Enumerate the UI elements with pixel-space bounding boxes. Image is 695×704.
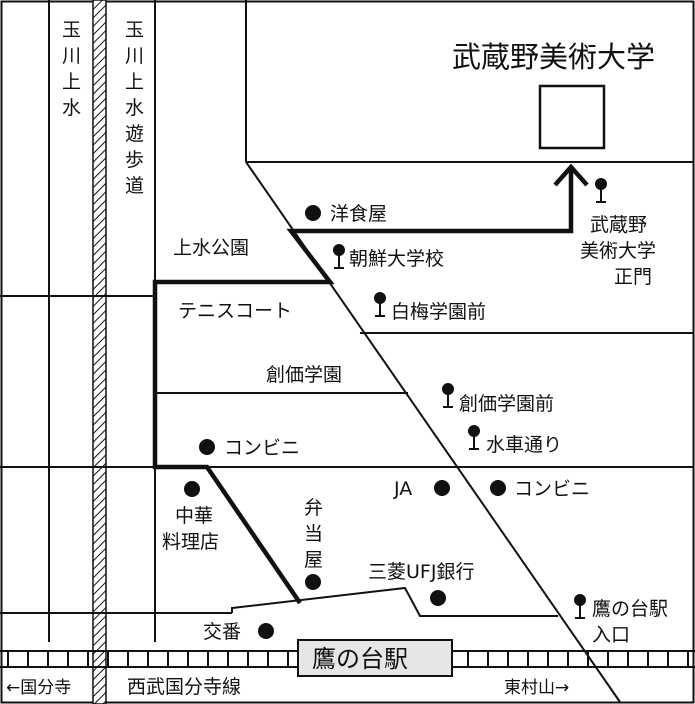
label-ja: JA [393,478,412,500]
svg-text:道: 道 [125,175,144,197]
svg-text:弁: 弁 [304,497,323,519]
label-bus-station-exit-1: 鷹の台駅 [592,598,668,620]
svg-text:水: 水 [125,97,144,119]
bus-stop-icon [333,244,345,269]
svg-text:玉: 玉 [62,19,81,41]
svg-text:水: 水 [62,97,81,119]
station-name: 鷹の台駅 [312,645,408,673]
dot-chinese-restaurant [184,481,200,497]
bus-stop-icon [374,292,386,317]
label-bus-soka-mae: 創価学園前 [459,393,554,415]
road-label-tamagawa-jousui: 玉 川 上 水 [62,19,81,119]
walking-route [152,163,589,605]
map-title: 武蔵野美術大学 [452,40,655,74]
label-mufg-bank: 三菱UFJ銀行 [368,561,474,583]
svg-text:屋: 屋 [304,549,323,571]
label-bus-main-gate-1: 武蔵野 [590,214,647,236]
dot-police-box [258,623,274,639]
bus-stop-markers [333,178,607,619]
railway-line-name: 西武国分寺線 [127,676,241,698]
svg-text:上: 上 [62,71,81,93]
tamagawa-jousui-canal [92,0,107,704]
dot-western-restaurant [305,205,321,221]
dot-bento-shop [305,574,321,590]
label-bus-station-exit-2: 入口 [592,624,630,646]
dot-ja [434,480,450,496]
dot-mufg-bank [430,590,446,606]
area-label-soka-gakuen: 創価学園 [266,364,342,386]
bus-stop-icon [595,178,607,203]
label-bus-main-gate-3: 正門 [614,266,652,288]
label-police-box: 交番 [203,621,241,643]
dot-convenience-right [490,480,506,496]
bus-stop-icon [442,383,454,408]
svg-text:玉: 玉 [125,19,144,41]
university-building [538,84,606,150]
area-label-jousui-park: 上水公園 [173,237,249,259]
label-convenience-left: コンビニ [224,437,300,459]
direction-higashimurayama: 東村山→ [504,678,569,698]
svg-text:遊: 遊 [125,123,144,145]
label-bus-korean-school: 朝鮮大学校 [349,248,444,270]
label-bus-main-gate-2: 美術大学 [580,240,656,262]
label-chinese-1: 中華 [175,505,213,527]
svg-text:川: 川 [62,45,81,67]
label-convenience-right: コンビニ [514,478,590,500]
landmark-dots [184,205,506,639]
direction-kokubunji: ←国分寺 [6,678,71,698]
label-western-restaurant: 洋食屋 [330,203,387,225]
area-label-tennis-court: テニスコート [178,300,292,322]
label-bus-hakubai: 白梅学園前 [391,301,486,323]
bus-stop-icon [468,425,480,450]
dot-convenience-left [199,439,215,455]
bus-stop-icon [574,594,586,619]
label-chinese-2: 料理店 [162,531,219,553]
label-bento-shop: 弁 当 屋 [304,497,323,571]
station-box [297,639,453,677]
svg-text:当: 当 [304,523,323,545]
svg-text:上: 上 [125,71,144,93]
label-bus-suisha: 水車通り [486,434,562,456]
svg-text:歩: 歩 [125,149,144,171]
road-label-promenade: 玉 川 上 水 遊 歩 道 [125,19,144,197]
svg-text:川: 川 [125,45,144,67]
